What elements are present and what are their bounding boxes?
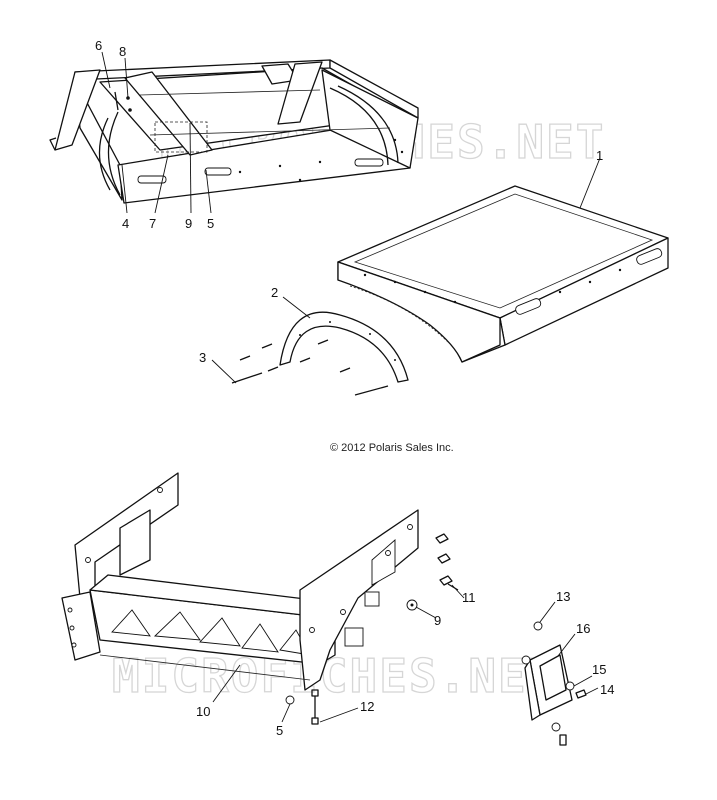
cargo-box-underside-view [49, 59, 419, 204]
wheel-well-fender [279, 311, 409, 383]
callout-8: 8 [119, 44, 126, 59]
callout-10: 10 [196, 704, 210, 719]
watermark-bottom: MICROFICHES.NET [112, 649, 557, 703]
callout-15: 15 [592, 662, 606, 677]
lower-fasteners [285, 689, 319, 725]
mount-bracket-assembly [521, 621, 587, 746]
fender-fasteners [231, 339, 389, 396]
callout-1: 1 [596, 148, 603, 163]
callout-9-bottom: 9 [434, 613, 441, 628]
frame-bolts [406, 533, 459, 611]
callout-3: 3 [199, 350, 206, 365]
callout-9-top: 9 [185, 216, 192, 231]
callout-14: 14 [600, 682, 614, 697]
callout-5-bottom: 5 [276, 723, 283, 738]
leader-lines [101, 51, 601, 723]
callout-16: 16 [576, 621, 590, 636]
copyright-notice: © 2012 Polaris Sales Inc. [330, 442, 454, 454]
callout-11: 11 [462, 590, 476, 605]
cargo-box-assembly [337, 185, 669, 363]
callout-2: 2 [271, 285, 278, 300]
callout-13: 13 [556, 589, 570, 604]
callout-5-top: 5 [207, 216, 214, 231]
callout-6: 6 [95, 38, 102, 53]
callout-7: 7 [149, 216, 156, 231]
box-support-frame [61, 472, 419, 691]
callout-12: 12 [360, 699, 374, 714]
callout-4: 4 [122, 216, 129, 231]
